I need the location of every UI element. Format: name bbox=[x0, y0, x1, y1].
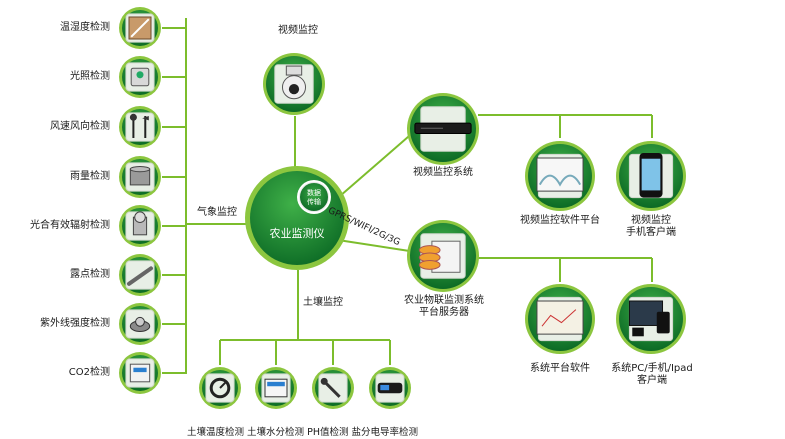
soil-moisture-icon bbox=[264, 378, 288, 398]
weather-sensor-node bbox=[118, 302, 162, 346]
video-system-node bbox=[406, 92, 480, 166]
soil-temperature-icon bbox=[209, 377, 231, 399]
server-node bbox=[406, 219, 480, 293]
server-label-line1: 农业物联监测系统 bbox=[404, 295, 484, 306]
platform-clients-label-line1: 系统PC/手机/Ipad bbox=[611, 363, 693, 374]
light-sensor-icon bbox=[130, 67, 150, 87]
weather-monitoring-label: 气象监控 bbox=[197, 207, 237, 218]
platform-clients-label: 系统PC/手机/Ipad 客户端 bbox=[600, 363, 704, 387]
server-label-line2: 平台服务器 bbox=[419, 307, 469, 318]
video-mobile-label: 视频监控 手机客户端 bbox=[608, 215, 694, 239]
badge-text-line1: 数据 bbox=[307, 188, 321, 197]
par-sensor-icon bbox=[132, 211, 148, 236]
weather-sensor-label: 露点检测 bbox=[70, 269, 110, 280]
agri-monitor-node: 数据 传输 农业监测仪 bbox=[244, 165, 350, 271]
dew-point-sensor-icon bbox=[127, 266, 153, 286]
weather-sensor-label: CO2检测 bbox=[68, 367, 110, 378]
video-camera-node bbox=[262, 52, 326, 116]
platform-software-label: 系统平台软件 bbox=[530, 363, 590, 374]
badge-text-line2: 传输 bbox=[307, 197, 321, 206]
video-software-node bbox=[524, 140, 596, 212]
platform-software-node bbox=[524, 283, 596, 355]
ph-probe-icon bbox=[320, 377, 341, 398]
salinity-meter-icon bbox=[377, 382, 403, 394]
soil-monitoring-label: 土壤监控 bbox=[303, 297, 343, 308]
server-icon bbox=[418, 240, 461, 273]
thermo-hygrometer-icon bbox=[128, 16, 152, 40]
platform-clients-label-line2: 客户端 bbox=[637, 375, 667, 386]
dvr-recorder-icon bbox=[414, 122, 472, 134]
weather-sensor-label: 风速风向检测 bbox=[50, 121, 110, 132]
soil-sensor-label: PH值检测 bbox=[307, 427, 349, 438]
map-screen-icon bbox=[536, 300, 584, 335]
monitor-title: 农业监测仪 bbox=[270, 226, 325, 240]
platform-clients-node bbox=[615, 283, 687, 355]
video-software-label: 视频监控软件平台 bbox=[520, 215, 600, 226]
weather-sensor-label: 紫外线强度检测 bbox=[40, 318, 110, 329]
video-mobile-label-line2: 手机客户端 bbox=[626, 227, 676, 238]
weather-sensor-node bbox=[118, 204, 162, 248]
smartphone-icon bbox=[639, 152, 663, 198]
greenhouse-screen-icon bbox=[536, 157, 584, 192]
video-mobile-node bbox=[615, 140, 687, 212]
monitor-to-video-system-line bbox=[339, 129, 417, 197]
weather-sensor-node bbox=[118, 155, 162, 199]
co2-sensor-icon bbox=[129, 363, 151, 383]
data-transfer-badge: 数据 传输 bbox=[297, 180, 331, 214]
soil-sensor-node bbox=[368, 366, 412, 410]
weather-sensor-node bbox=[118, 105, 162, 149]
server-label: 农业物联监测系统 平台服务器 bbox=[396, 295, 492, 319]
video-system-label: 视频监控系统 bbox=[413, 167, 473, 178]
soil-sensor-node bbox=[311, 366, 355, 410]
video-mobile-label-line1: 视频监控 bbox=[631, 215, 671, 226]
weather-sensor-label: 雨量检测 bbox=[70, 171, 110, 182]
soil-sensor-label: 土壤温度检测 bbox=[187, 427, 245, 438]
weather-sensor-node bbox=[118, 253, 162, 297]
uv-sensor-icon bbox=[129, 316, 151, 332]
weather-sensor-node bbox=[118, 351, 162, 395]
multi-device-icon bbox=[628, 300, 670, 337]
dome-camera-icon bbox=[281, 65, 307, 100]
weather-sensor-node bbox=[118, 6, 162, 50]
monitor-to-server-line bbox=[337, 239, 417, 253]
weather-sensor-node bbox=[118, 55, 162, 99]
soil-sensor-label: 盐分电导率检测 bbox=[351, 427, 419, 438]
soil-sensor-label: 土壤水分检测 bbox=[247, 427, 305, 438]
wind-sensor-icon bbox=[129, 113, 149, 138]
weather-sensor-label: 光合有效辐射检测 bbox=[30, 220, 110, 231]
rain-gauge-icon bbox=[129, 165, 151, 186]
soil-sensor-labels: 土壤温度检测 土壤水分检测 PH值检测 盐分电导率检测 bbox=[187, 427, 418, 439]
video-monitoring-label: 视频监控 bbox=[278, 25, 318, 36]
weather-sensor-label: 温湿度检测 bbox=[60, 22, 110, 33]
weather-sensor-label: 光照检测 bbox=[70, 71, 110, 82]
soil-sensor-node bbox=[254, 366, 298, 410]
soil-sensor-node bbox=[198, 366, 242, 410]
